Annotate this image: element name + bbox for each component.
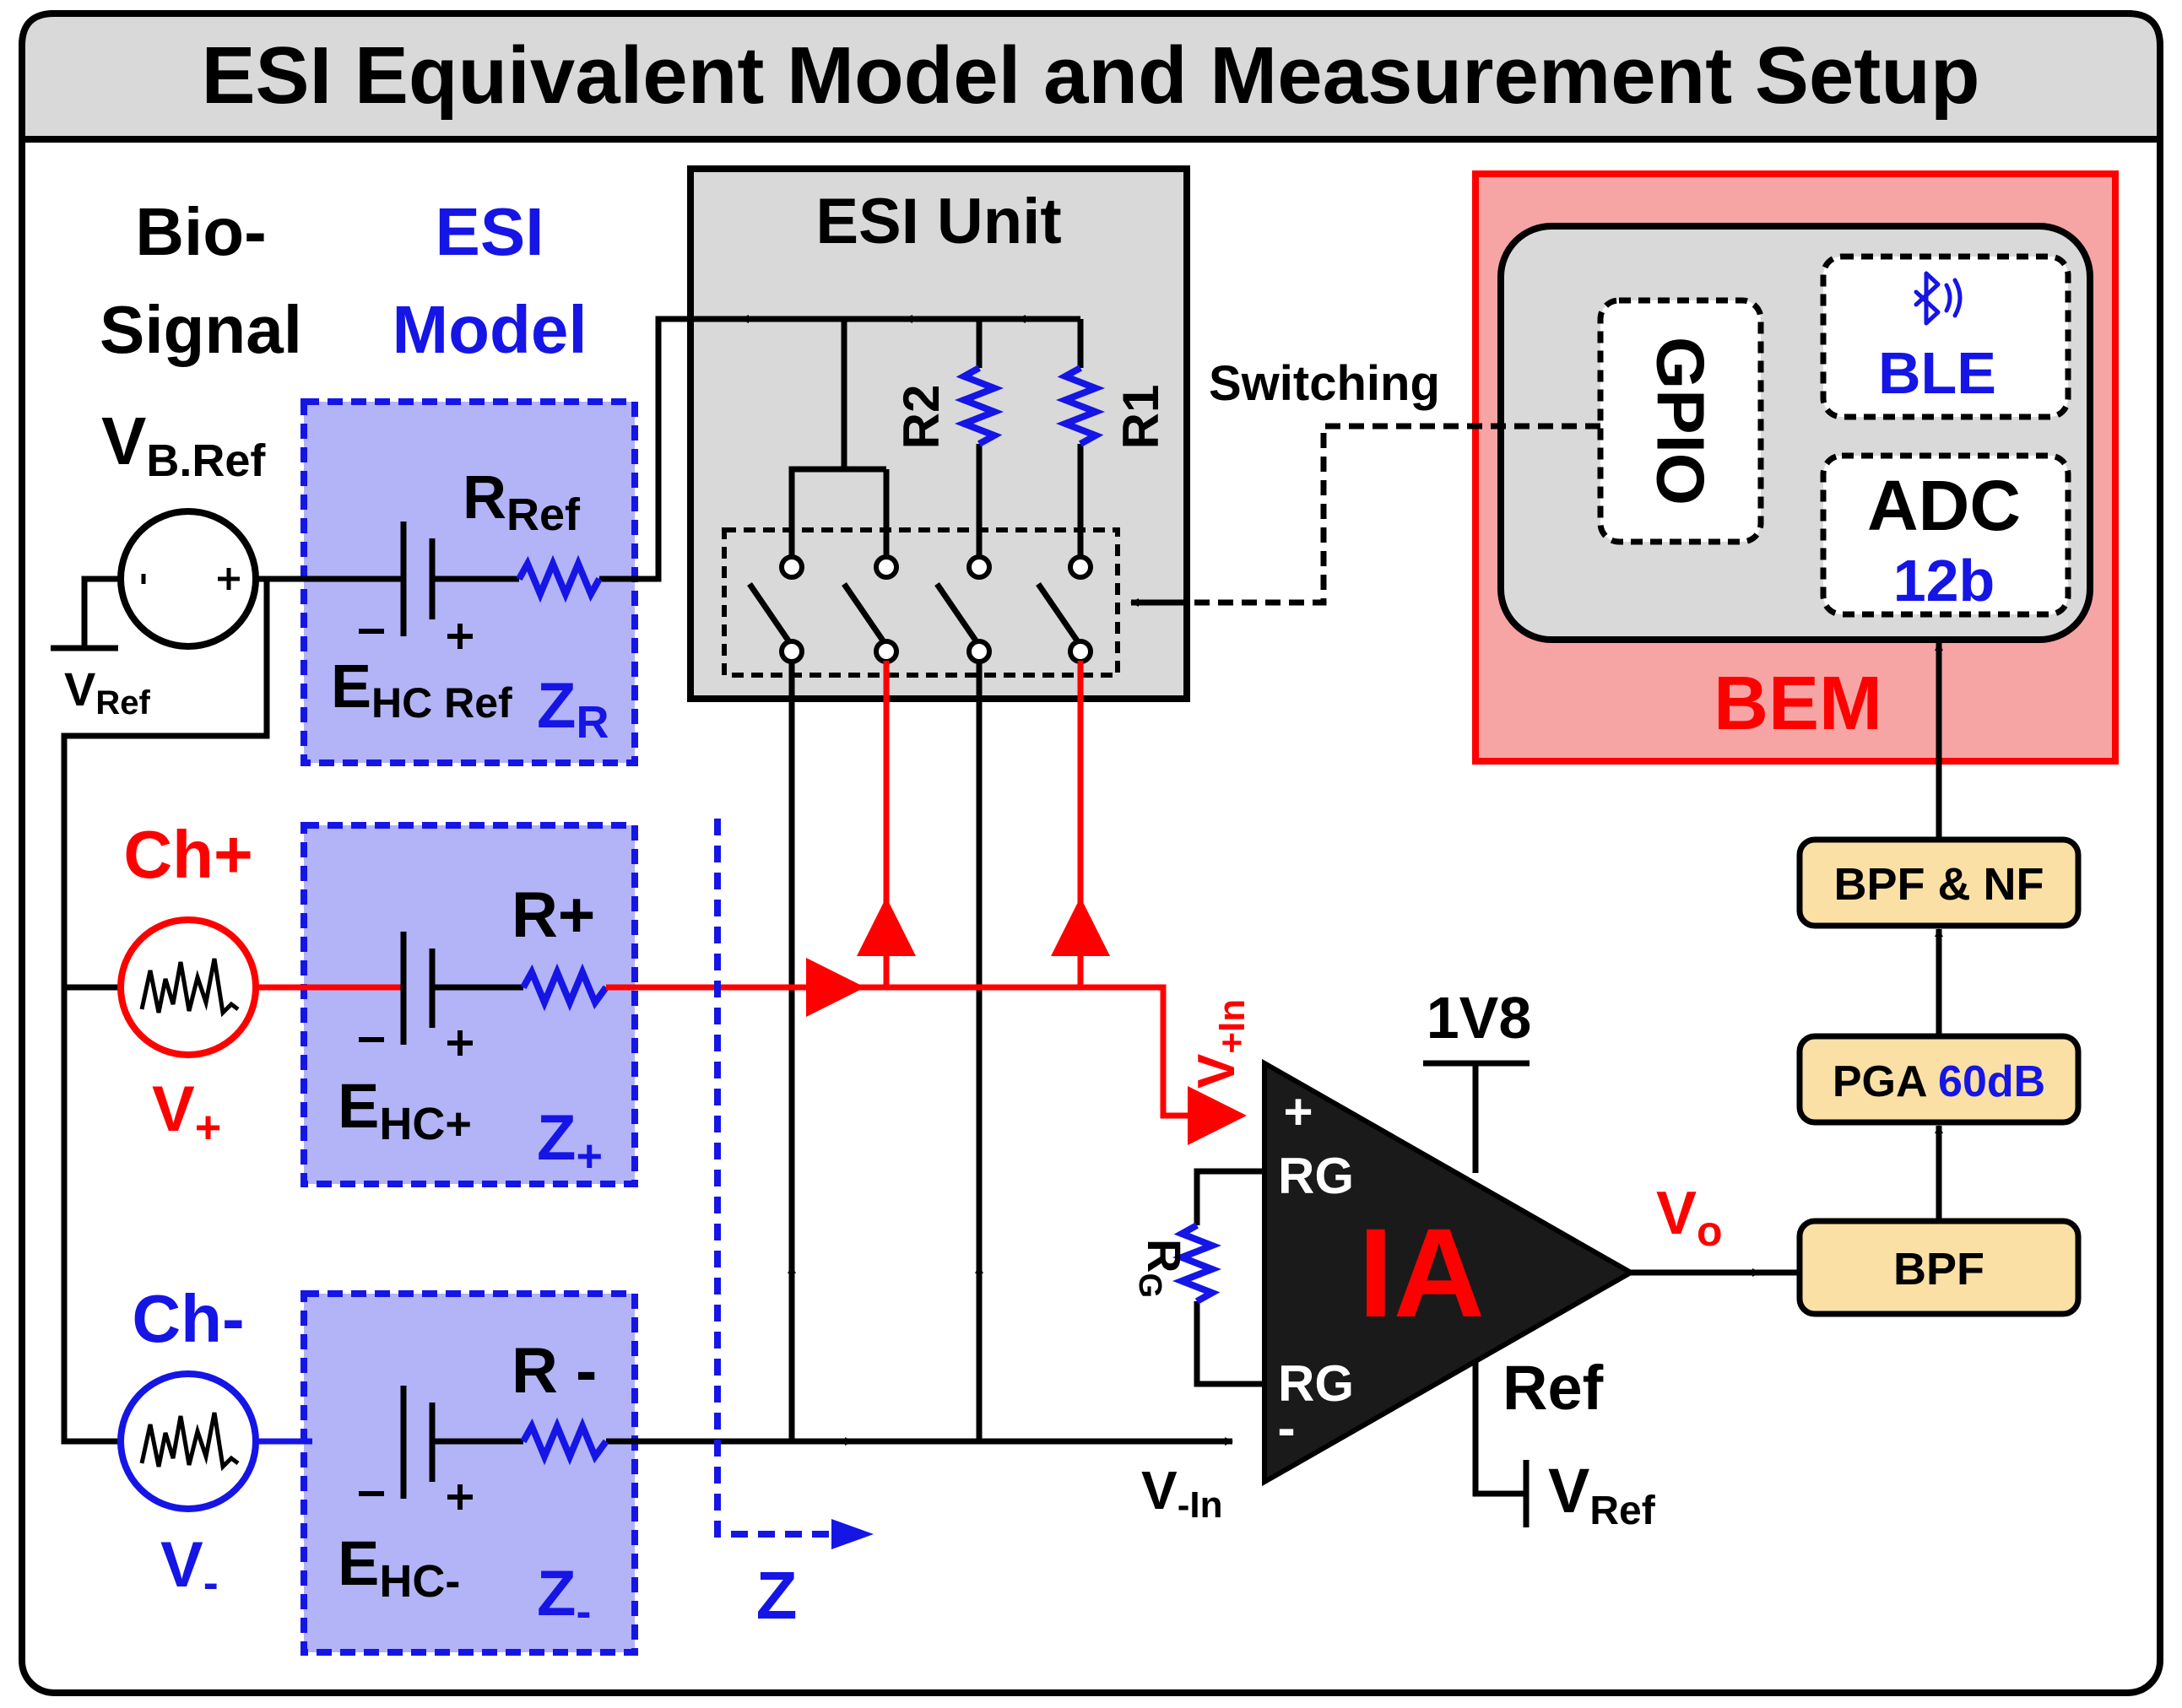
z-plus-label: Z+ [537, 1102, 603, 1181]
plus-signal-waveform [139, 958, 240, 1018]
esi-unit-box [687, 165, 1190, 702]
ref-ground-label: VRef [1548, 1456, 1656, 1533]
plus-signal-source [117, 916, 259, 1058]
z-dashed-divider [714, 819, 831, 1538]
bpf-nf-label: BPF & NF [1834, 859, 2044, 910]
amp-minus-input: - [1277, 1397, 1295, 1458]
switch-array-box [722, 527, 1120, 678]
z-label: Z [756, 1558, 798, 1633]
diagram-title: ESI Equivalent Model and Measurement Set… [201, 30, 1979, 121]
battery-polarity [359, 624, 473, 1510]
amp-rg-top: RG [1278, 1148, 1354, 1204]
zr-label: ZR [537, 670, 609, 748]
esi-model-label-2: Model [392, 292, 587, 367]
ref-label: Ref [1502, 1353, 1604, 1423]
adc-label: ADC [1867, 466, 2021, 545]
esi-model-label-1: ESI [436, 194, 544, 269]
ble-box [1820, 253, 2071, 420]
esi-model-box-minus [300, 1290, 638, 1656]
bio-signal-label-1: Bio- [135, 194, 267, 269]
rg-resistor-label: RG [1132, 1239, 1191, 1298]
blue-resistors [516, 365, 1222, 1466]
ehc-plus-label: EHC+ [338, 1071, 472, 1149]
ehc-ref-label: EHC Ref [331, 653, 512, 727]
adc-box [1820, 452, 2071, 618]
gpio-label: GPIO [1643, 337, 1719, 505]
switch-terminals [779, 554, 1093, 664]
reference-source-plus [218, 568, 240, 590]
switching-label: Switching [1209, 356, 1440, 411]
pga-gain: 60dB [1938, 1057, 2045, 1106]
esi-model-box-plus [300, 822, 638, 1187]
vin-plus-label: V+In [1188, 999, 1253, 1089]
r2-label: R2 [893, 385, 950, 450]
minus-signal-waveform [139, 1412, 240, 1472]
vin-minus-label: V-In [1141, 1460, 1222, 1526]
bluetooth-icon [1914, 271, 1963, 326]
amp-rg-bottom: RG [1278, 1355, 1354, 1412]
adc-bits: 12b [1893, 548, 1995, 613]
bio-signal-label-2: Signal [100, 292, 302, 367]
ch-minus-label: Ch- [132, 1281, 244, 1356]
gpio-box [1597, 297, 1764, 545]
z-arrow-head [831, 1519, 874, 1549]
reference-source [117, 508, 259, 650]
supply-label: 1V8 [1427, 985, 1532, 1051]
r-minus-label: R - [512, 1335, 597, 1407]
amplifier-label: IA [1358, 1202, 1485, 1343]
z-minus-label: Z- [537, 1558, 591, 1637]
bem-label: BEM [1714, 662, 1882, 746]
ble-label: BLE [1878, 340, 1996, 406]
ehc-minus-label: EHC- [338, 1528, 460, 1607]
v-minus-label: V- [160, 1529, 219, 1608]
r-ref-label: RRef [463, 464, 581, 540]
bpf-label: BPF [1893, 1244, 1984, 1295]
ch-plus-label: Ch+ [123, 817, 252, 892]
amp-plus-input: + [1283, 1084, 1313, 1140]
r-plus-label: R+ [512, 879, 595, 951]
output-label: Vo [1656, 1180, 1723, 1255]
pga-label: PGA 60dB [1833, 1057, 2045, 1106]
r1-label: R1 [1113, 385, 1169, 450]
v-plus-label: V+ [152, 1073, 221, 1153]
minus-signal-source [117, 1370, 259, 1512]
title-bar [19, 10, 2163, 143]
red-wiring [257, 661, 1247, 1145]
esi-unit-title: ESI Unit [815, 186, 1061, 257]
v-ref-ground-label: VRef [64, 662, 150, 722]
esi-model-box-ref [300, 398, 638, 766]
instrumentation-amplifier [1262, 1058, 1637, 1487]
vb-ref-label: VB.Ref [101, 403, 266, 486]
